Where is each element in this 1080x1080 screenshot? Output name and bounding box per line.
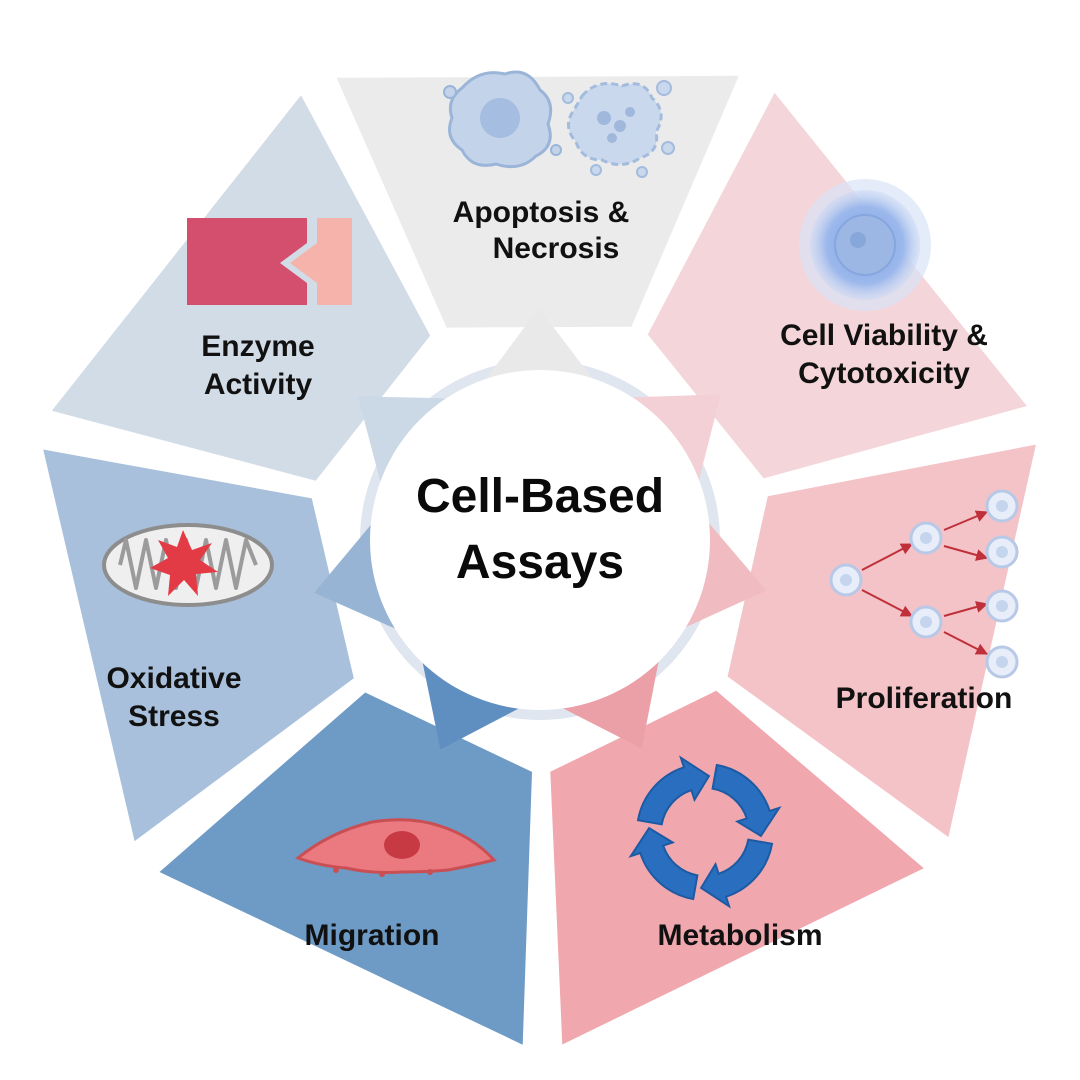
cycle-arrow-4 [636,755,711,826]
cycle-arrow-2 [699,838,774,909]
enzyme-icon [187,218,352,305]
label-enzyme-line2: Activity [204,368,313,401]
migrating-cell-icon [294,818,497,877]
cell-icon [799,179,931,311]
mitochondrion-icon [102,523,274,607]
segment-proliferation [727,444,1036,838]
cycle-arrow-1 [711,763,782,838]
center-circle [370,370,710,710]
label-apoptosis-line1: Apoptosis & [453,196,630,229]
apoptotic-cells-icon [443,70,675,178]
label-migration: Migration [305,919,440,952]
label-apoptosis-line2: Necrosis [493,232,620,265]
cell-division-icon [829,489,1019,679]
label-oxidative-line1: Oxidative [106,662,241,695]
center-title-line2: Assays [456,536,624,589]
label-oxidative-line2: Stress [128,700,220,733]
label-viability-line1: Cell Viability & [780,319,988,352]
cycle-arrows-icon [628,755,782,909]
center-title-line1: Cell-Based [416,470,664,523]
label-viability-line2: Cytotoxicity [798,357,970,390]
label-proliferation: Proliferation [836,682,1013,715]
star-point-apoptosis [474,308,604,394]
label-enzyme-line1: Enzyme [201,330,314,363]
label-metabolism: Metabolism [657,919,822,952]
cycle-arrow-3 [628,826,699,901]
